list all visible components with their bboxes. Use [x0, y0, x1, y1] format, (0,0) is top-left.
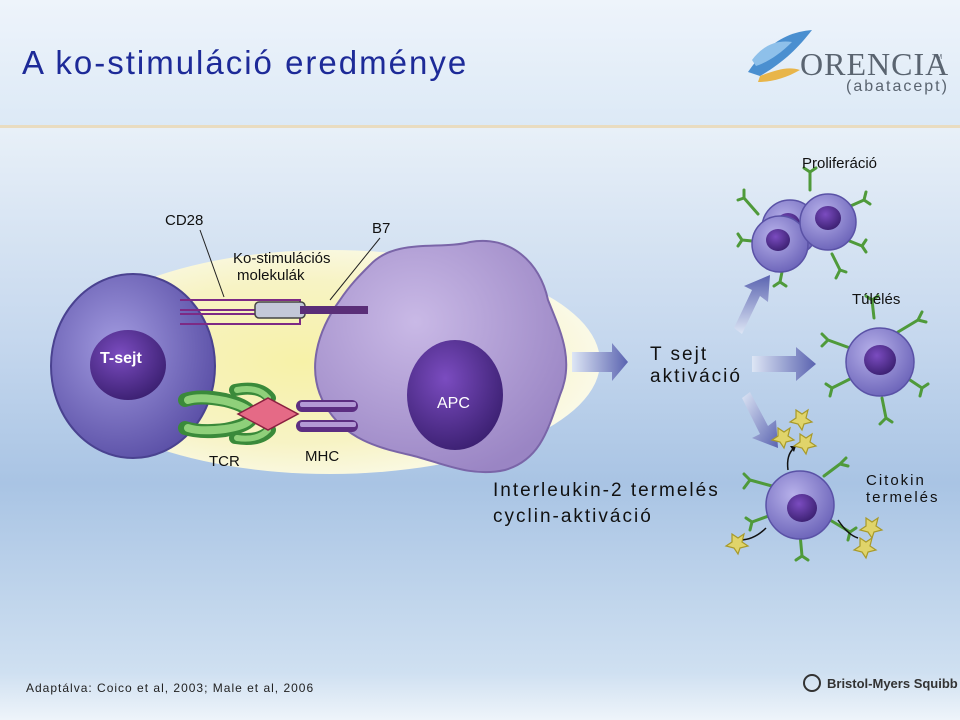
label-cd28: CD28 [165, 212, 203, 229]
survival-arrow [752, 347, 816, 381]
bms-logo-text: Bristol-Myers Squibb [827, 676, 958, 691]
label-apc: APC [437, 395, 470, 413]
label-proliferation: Proliferáció [802, 155, 877, 172]
label-mhc: MHC [305, 448, 339, 465]
cytokine-cell [740, 446, 858, 560]
label-tcr: TCR [209, 453, 240, 470]
surviving-cell [822, 296, 928, 424]
label-t-cell: T-sejt [100, 350, 142, 368]
label-il2-1: Interleukin-2 termelés [493, 480, 720, 502]
label-kostim: Ko-stimulációs [233, 250, 331, 267]
label-b7: B7 [372, 220, 390, 237]
label-cytokine-1: Citokin [866, 472, 926, 489]
label-t-activation-2: aktiváció [650, 366, 742, 388]
label-t-activation-1: T sejt [650, 344, 708, 366]
proliferating-cells [738, 168, 870, 286]
proliferation-arrow [734, 275, 770, 334]
bms-logo-icon [804, 675, 820, 691]
label-il2-2: cyclin-aktiváció [493, 506, 653, 528]
label-cytokine-2: termelés [866, 489, 940, 506]
source-citation: Adaptálva: Coico et al, 2003; Male et al… [26, 681, 314, 695]
label-molekulak: molekulák [237, 267, 305, 284]
label-survival: Túlélés [852, 291, 900, 308]
